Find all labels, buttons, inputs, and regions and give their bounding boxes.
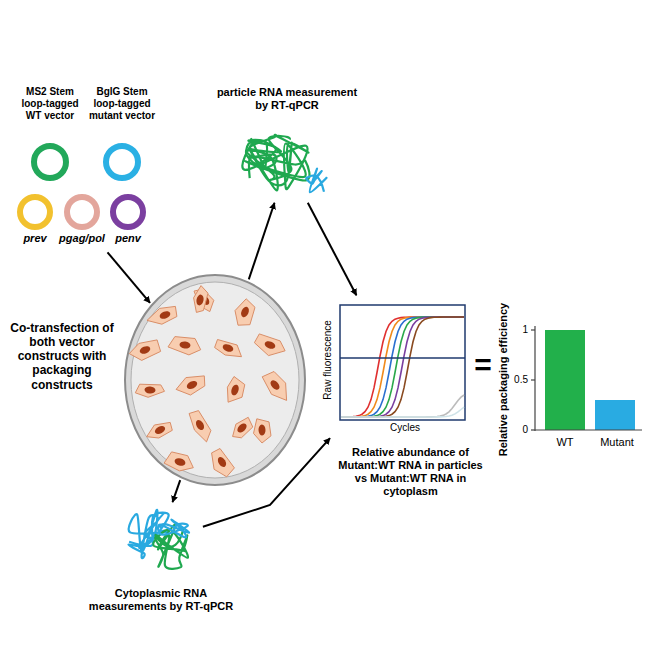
cell <box>254 419 272 443</box>
cell <box>235 299 255 325</box>
nucleus <box>258 424 265 435</box>
cell <box>254 334 285 356</box>
plasmid: MS2 Stem loop-tagged WT vector <box>14 86 86 180</box>
cell <box>212 449 235 477</box>
cell <box>189 411 211 442</box>
plasmid: prev <box>11 194 59 250</box>
amplification-curve <box>341 407 464 417</box>
env-plasmid <box>113 197 143 227</box>
label-text: pgag/pol <box>56 232 108 245</box>
arrow-connector <box>173 480 181 502</box>
nucleus <box>153 424 166 435</box>
rna-strand <box>242 135 309 191</box>
y-axis <box>534 326 535 431</box>
tick <box>531 429 535 430</box>
x-axis <box>535 429 642 430</box>
amplification-curve <box>341 395 464 417</box>
label-text: 0 <box>506 424 528 436</box>
wt-bar <box>545 330 585 430</box>
nucleus <box>240 306 251 319</box>
plasmid: BglG Stem loop-tagged mutant vector <box>86 86 158 180</box>
amplification-curve <box>341 317 464 417</box>
label-text: prev <box>11 232 59 245</box>
mutant-bar <box>595 400 635 430</box>
cell <box>164 452 193 471</box>
label-text: penv <box>104 232 152 245</box>
rna-tangles <box>128 135 327 569</box>
label-text: 1 <box>506 324 528 336</box>
cell <box>135 384 164 397</box>
cell <box>233 417 253 438</box>
label-text: MS2 Stem loop-tagged WT vector <box>14 86 86 121</box>
cell <box>215 340 242 357</box>
label-text: Relative abundance of Mutant:WT RNA in p… <box>338 446 483 498</box>
nucleus <box>186 379 199 390</box>
mutant-plasmid <box>106 146 138 178</box>
nucleus <box>174 457 186 467</box>
amplification-curve <box>341 317 464 417</box>
dish-inner <box>131 282 299 478</box>
label-text: Raw fluorescence <box>322 305 334 415</box>
culture-dish <box>125 275 305 485</box>
qpcr-plot <box>340 305 465 420</box>
arrow-connector <box>203 438 330 527</box>
nucleus <box>236 422 249 435</box>
amplification-curve <box>341 317 464 417</box>
nucleus <box>230 384 240 397</box>
cell <box>176 376 205 395</box>
gagpol-plasmid <box>67 197 97 227</box>
qpcr-chart: Raw fluorescenceCyclesRelative abundance… <box>318 298 470 436</box>
nucleus <box>194 418 205 431</box>
arrow-connector <box>308 203 357 296</box>
label-text: WT <box>540 436 590 449</box>
label-text: Relative packaging efficiency <box>497 294 510 464</box>
nucleus <box>159 310 172 320</box>
label-text: Mutant <box>592 436 642 449</box>
nucleus <box>139 345 152 356</box>
rna-strand <box>246 138 276 168</box>
rna-strand <box>158 520 189 538</box>
bar-chart: Relative packaging efficiency10.50WTMuta… <box>500 318 645 458</box>
nucleus <box>216 455 228 468</box>
amplification-curve <box>341 317 464 417</box>
cell <box>262 372 286 401</box>
cell <box>227 377 244 403</box>
particle-rna: particle RNA measurement by RT-qPCR <box>240 128 335 200</box>
plasmid: pgag/pol <box>58 194 106 250</box>
label-text: Cytoplasmic RNA measurements by RT-qPCR <box>86 587 236 613</box>
culture-dish: Co-transfection of both vector construct… <box>125 275 305 485</box>
cells <box>129 286 286 477</box>
rna-strand <box>306 169 327 193</box>
cytoplasmic-rna: Cytoplasmic RNA measurements by RT-qPCR <box>118 505 200 577</box>
cell <box>147 306 177 324</box>
cell <box>147 422 173 438</box>
nucleus <box>195 294 204 306</box>
threshold-line <box>340 357 465 359</box>
arrow-connector <box>108 252 151 302</box>
label-text: BglG Stem loop-tagged mutant vector <box>86 86 158 121</box>
nucleus <box>264 340 277 350</box>
tick <box>531 329 535 330</box>
amplification-curves <box>341 317 464 417</box>
arrow-connector <box>249 203 275 280</box>
amplification-curve <box>341 317 464 417</box>
cell <box>129 340 160 361</box>
nucleus <box>144 386 156 394</box>
label-text: Co-transfection of both vector construct… <box>3 321 121 392</box>
tick <box>531 379 535 380</box>
rev-plasmid <box>20 197 50 227</box>
plasmid: penv <box>104 194 152 250</box>
equals-sign: = <box>468 348 498 382</box>
label-text: particle RNA measurement by RT-qPCR <box>212 86 362 112</box>
cell <box>168 337 201 355</box>
nucleus <box>222 343 235 354</box>
nucleus <box>269 379 282 392</box>
cell <box>194 286 208 313</box>
label-text: 0.5 <box>506 374 528 386</box>
nucleus <box>179 341 191 349</box>
label-text: Cycles <box>340 422 470 434</box>
amplification-curve <box>341 317 464 417</box>
wt-plasmid <box>34 146 66 178</box>
